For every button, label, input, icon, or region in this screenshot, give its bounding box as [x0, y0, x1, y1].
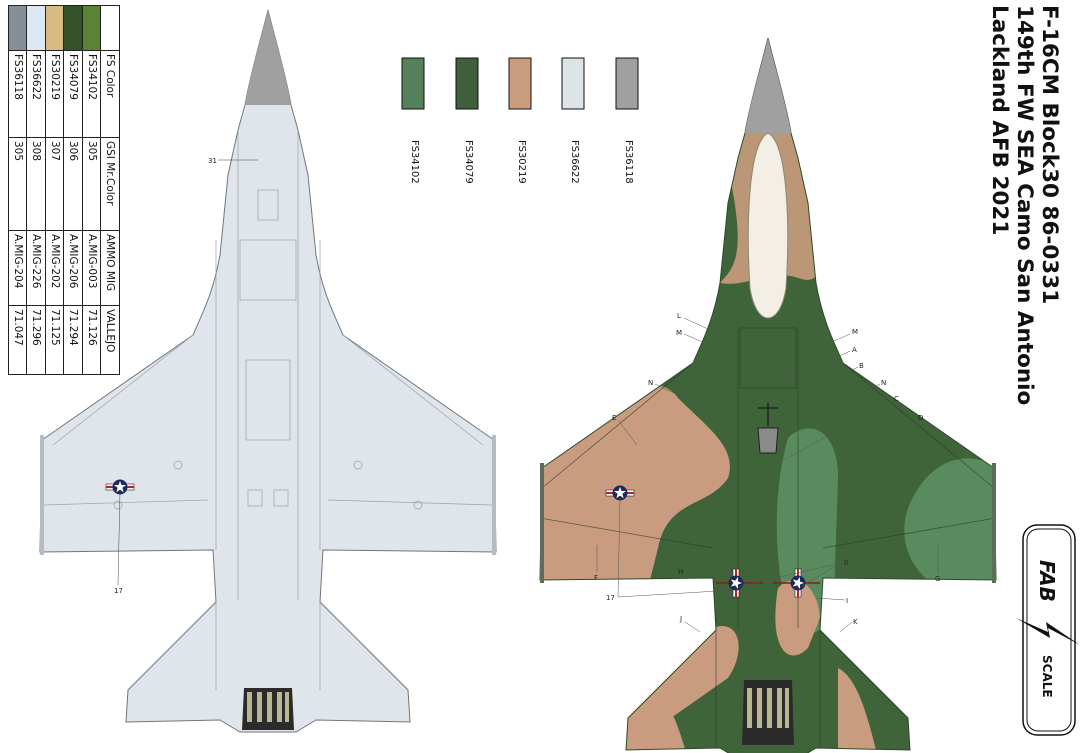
vallejo-cell: 71.047 [8, 305, 27, 375]
wingtip-rail-right [992, 463, 996, 583]
gsi-cell: 305 [8, 137, 27, 231]
callout-label: II [844, 559, 848, 567]
color-chip [455, 57, 479, 110]
fab-scale-logo: FAB SCALE [1016, 524, 1080, 736]
callout-label: D [918, 414, 923, 422]
gsi-cell: 305 [82, 137, 101, 231]
ammo-cell: A.MIG-204 [8, 230, 27, 306]
color-chip [615, 57, 639, 110]
swatch-cell [8, 5, 27, 51]
chip-label: FS36118 [623, 140, 634, 184]
callout-label: K [853, 618, 858, 626]
callout-labels-camo: L M M A B N C N E D F H II I 17 J K G [594, 312, 940, 626]
ammo-cell: A.MIG-202 [45, 230, 64, 306]
callouts-camo [596, 317, 939, 633]
wingtip-rail-right [492, 435, 496, 555]
gsi-cell: 307 [45, 137, 64, 231]
chip-label: FS34079 [463, 140, 474, 184]
chip-label: FS30219 [516, 140, 527, 184]
radome [745, 38, 791, 133]
callout-label: 31 [208, 157, 217, 165]
table-header-row: FS Color GSI Mr.Color AMMO MIG VALLEJO [101, 5, 120, 375]
svg-text:FAB: FAB [1035, 560, 1059, 602]
ammo-cell: A.MIG-226 [27, 230, 46, 306]
header-vallejo: VALLEJO [101, 305, 120, 375]
title-line-aircraft: F-16CM Block30 86-0331 [1037, 5, 1062, 305]
header-gsi: GSI Mr.Color [101, 137, 120, 231]
callout-label: G [935, 575, 940, 583]
callout-label: E [612, 414, 616, 422]
gsi-cell: 308 [27, 137, 46, 231]
fs-cell: FS34102 [82, 50, 101, 138]
callout-label: F [594, 574, 598, 582]
callout-label: H [678, 568, 683, 576]
aircraft-sea-camo-top [539, 37, 997, 753]
wingtip-rail-left [40, 435, 44, 555]
fs-cell: FS34079 [64, 50, 83, 138]
aircraft-gray-underside [39, 9, 497, 733]
swatch-cell [64, 5, 83, 51]
color-chips [401, 57, 639, 110]
vallejo-cell: 71.125 [45, 305, 64, 375]
chip-label: FS34102 [409, 140, 420, 184]
ammo-cell: A.MIG-003 [82, 230, 101, 306]
fs-cell: FS36118 [8, 50, 27, 138]
callout-label: B [859, 362, 864, 370]
swatch-cell [82, 5, 101, 51]
refuel-receptacle [757, 427, 779, 454]
callout-label: N [648, 379, 653, 387]
swatch-cell [27, 5, 46, 51]
callout-label: L [677, 312, 681, 320]
callout-label: M [852, 328, 858, 336]
callout-label: M [676, 329, 682, 337]
callouts-gray [117, 159, 258, 586]
page-title: F-16CM Block30 86-0331 149th FW SEA Camo… [977, 5, 1062, 406]
callout-label: 17 [114, 587, 123, 595]
fs-cell: FS36622 [27, 50, 46, 138]
callout-label: N [881, 379, 886, 387]
header-fs: FS Color [101, 50, 120, 138]
lightning-bolt-icon [1016, 618, 1080, 645]
fs-cell: FS30219 [45, 50, 64, 138]
svg-text:SCALE: SCALE [1040, 655, 1054, 698]
color-chip [401, 57, 425, 110]
header-ammo: AMMO MIG [101, 230, 120, 306]
callout-label: A [852, 346, 857, 354]
vallejo-cell: 71.296 [27, 305, 46, 375]
paint-reference-table: FS Color GSI Mr.Color AMMO MIG VALLEJO F… [8, 5, 120, 375]
swatch-cell [45, 5, 64, 51]
title-line-base: Lackland AFB 2021 [987, 5, 1012, 236]
wingtip-rail-left [540, 463, 544, 583]
callout-label: J [679, 615, 682, 623]
callout-label: 17 [606, 594, 615, 602]
vallejo-cell: 71.294 [64, 305, 83, 375]
color-chip [561, 57, 585, 110]
callout-label: I [846, 597, 848, 605]
ammo-cell: A.MIG-206 [64, 230, 83, 306]
chip-label: FS36622 [569, 140, 580, 184]
callout-label: C [894, 395, 899, 403]
canopy [747, 132, 789, 319]
radome [245, 10, 291, 105]
gsi-cell: 306 [64, 137, 83, 231]
vallejo-cell: 71.126 [82, 305, 101, 375]
color-chip [508, 57, 532, 110]
title-line-unit: 149th FW SEA Camo San Antonio [1012, 5, 1037, 406]
